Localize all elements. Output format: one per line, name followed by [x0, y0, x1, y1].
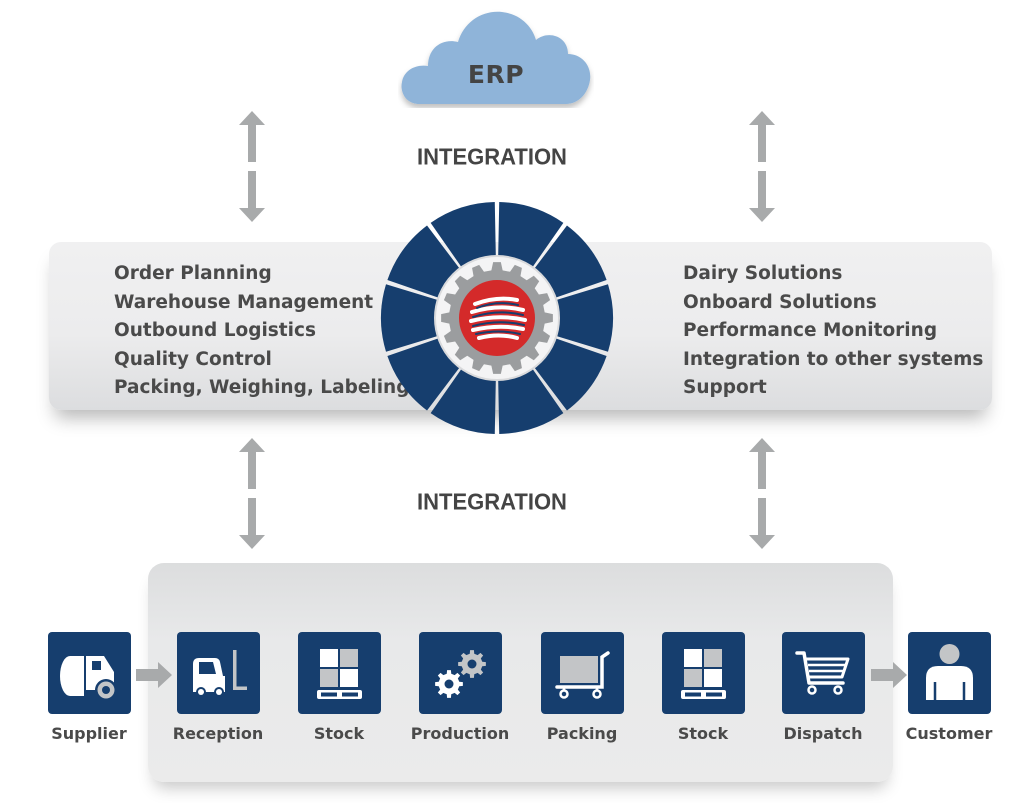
right-feature-list: Dairy Solutions Onboard Solutions Perfor…: [683, 260, 983, 403]
person-icon: [907, 632, 991, 714]
step-supplier: Supplier: [34, 632, 144, 743]
wheel-segment: [530, 225, 607, 300]
truck-icon: [47, 632, 131, 714]
step-stock: Stock: [284, 632, 394, 743]
feature-item: Quality Control: [114, 348, 272, 370]
cart-box-icon: [540, 632, 624, 714]
feature-item: Onboard Solutions: [683, 291, 877, 313]
step-label: Reception: [172, 724, 264, 743]
wheel-segments: [381, 202, 613, 434]
step-production: Production: [405, 632, 515, 743]
gear-globe-logo-icon: [459, 280, 535, 356]
feature-item: Support: [683, 377, 767, 399]
flow-arrow-icon: [871, 662, 907, 688]
pallet-stock-icon: [661, 632, 745, 714]
double-arrow-icon: [239, 438, 265, 549]
step-packing: Packing: [527, 632, 637, 743]
shopping-cart-icon: [781, 632, 865, 714]
forklift-icon: [176, 632, 260, 714]
flow-arrow-icon: [136, 662, 172, 688]
wheel-segment: [498, 202, 564, 273]
step-label: Stock: [313, 724, 365, 743]
wheel-segment: [430, 202, 496, 273]
double-arrow-icon: [749, 438, 775, 549]
step-label: Production: [410, 724, 510, 743]
wheel-segment: [381, 284, 444, 352]
step-stock-2: Stock: [648, 632, 758, 743]
wheel-segment: [498, 363, 564, 434]
step-label: Supplier: [51, 724, 127, 743]
step-label: Packing: [546, 724, 618, 743]
integration-label-bottom: INTEGRATION: [417, 488, 567, 515]
feature-item: Outbound Logistics: [114, 320, 316, 342]
step-reception: Reception: [163, 632, 273, 743]
step-label: Customer: [905, 724, 993, 743]
step-label: Dispatch: [783, 724, 863, 743]
wheel-segment: [387, 225, 464, 300]
wheel-segment: [550, 284, 613, 352]
cloud-icon: [401, 11, 591, 104]
step-dispatch: Dispatch: [768, 632, 878, 743]
gears-icon: [418, 632, 502, 714]
wheel-segment: [387, 336, 464, 411]
double-arrow-icon: [239, 111, 265, 222]
erp-label: ERP: [467, 60, 525, 89]
step-label: Stock: [677, 724, 729, 743]
feature-item: Warehouse Management: [114, 291, 374, 313]
feature-item: Order Planning: [114, 263, 272, 284]
wheel-segment: [530, 336, 607, 411]
core-wheel: [381, 202, 613, 434]
step-customer: Customer: [894, 632, 1004, 743]
left-feature-list: Order Planning Warehouse Management Outb…: [114, 260, 409, 403]
pallet-stock-icon: [297, 632, 381, 714]
erp-cloud: ERP: [398, 8, 594, 108]
feature-item: Dairy Solutions: [683, 263, 843, 284]
feature-item: Packing, Weighing, Labeling: [114, 377, 410, 399]
wheel-segment: [430, 363, 496, 434]
feature-item: Performance Monitoring: [683, 320, 938, 342]
process-flow-panel: [148, 563, 893, 782]
integration-label-top: INTEGRATION: [417, 143, 567, 170]
double-arrow-icon: [749, 111, 775, 222]
feature-item: Integration to other systems: [683, 348, 984, 370]
